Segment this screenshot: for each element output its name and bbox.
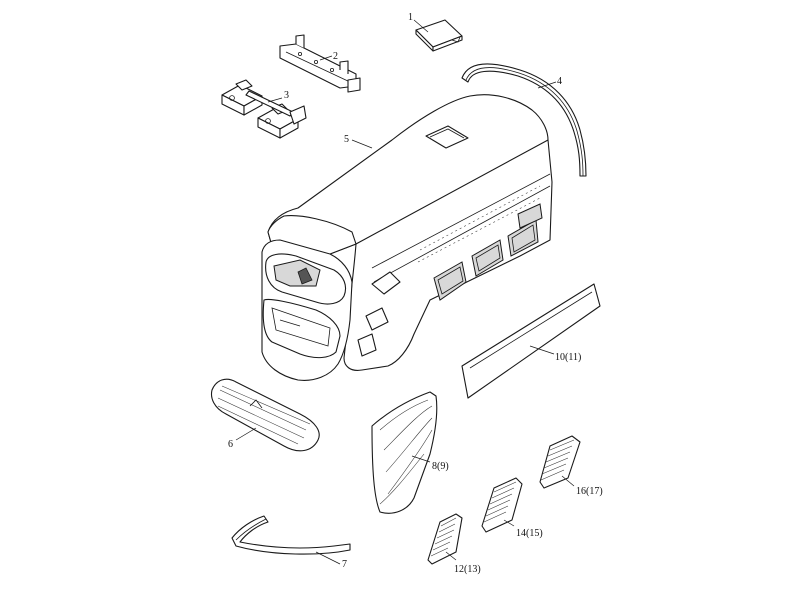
part-8-fender-panel bbox=[371, 391, 438, 514]
callout-1: 1 bbox=[408, 12, 413, 23]
part-4-seal-strip bbox=[461, 63, 587, 177]
callout-14-15: 14(15) bbox=[516, 528, 543, 539]
part-1-cover-plate bbox=[415, 19, 463, 52]
part-2-bracket bbox=[279, 34, 361, 93]
callout-7: 7 bbox=[342, 559, 347, 570]
callout-10-11: 10(11) bbox=[555, 352, 581, 363]
part-14-vent-grille bbox=[481, 477, 523, 533]
part-12-vent-grille bbox=[427, 513, 463, 565]
callout-4: 4 bbox=[557, 76, 562, 87]
callout-2: 2 bbox=[333, 51, 338, 62]
callout-8-9: 8(9) bbox=[432, 461, 449, 472]
part-6-front-grille bbox=[210, 378, 320, 452]
part-7-trim-strip bbox=[231, 515, 351, 555]
part-10-side-panel bbox=[461, 283, 601, 399]
callout-3: 3 bbox=[284, 90, 289, 101]
callout-5: 5 bbox=[344, 134, 349, 145]
callout-6: 6 bbox=[228, 439, 233, 450]
callout-12-13: 12(13) bbox=[454, 564, 481, 575]
part-16-vent-grille bbox=[539, 435, 581, 489]
leader-lines bbox=[235, 19, 575, 565]
part-5-hood-shell bbox=[261, 94, 553, 381]
callout-16-17: 16(17) bbox=[576, 486, 603, 497]
part-3-hinge-assembly bbox=[221, 79, 307, 139]
